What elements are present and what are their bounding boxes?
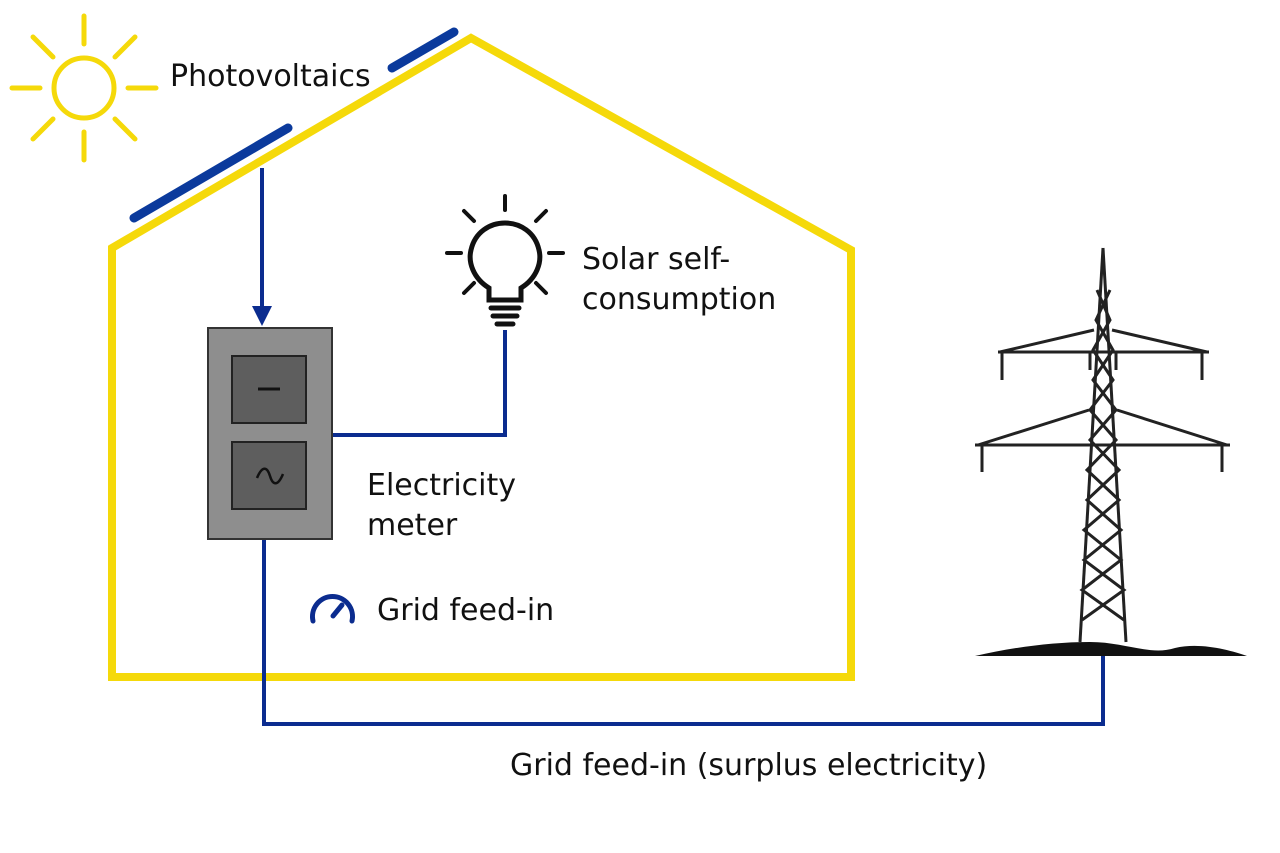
electricity-meter-label-line2: meter (367, 508, 458, 543)
ac-symbol (255, 467, 285, 485)
wire-meter-to-bulb (332, 330, 507, 437)
electricity-meter-icon (207, 327, 333, 540)
grid-feed-in-surplus-label: Grid feed-in (surplus electricity) (510, 748, 988, 783)
ground (975, 642, 1247, 656)
self-consumption-label-line2: consumption (582, 282, 777, 317)
gauge-icon (310, 594, 355, 624)
wire-meter-to-grid (262, 540, 1105, 726)
sun-icon (9, 13, 159, 163)
solar-panel (129, 27, 459, 223)
photovoltaics-label: Photovoltaics (170, 59, 371, 94)
grid-feed-in-label: Grid feed-in (377, 593, 555, 628)
light-bulb-icon (445, 194, 565, 327)
electricity-meter-label-line1: Electricity (367, 468, 517, 503)
self-consumption-label-line1: Solar self- (582, 242, 731, 277)
house-outline (108, 33, 855, 681)
power-pylon-icon (975, 247, 1230, 643)
arrow-down-icon (252, 306, 272, 326)
wires (260, 168, 1105, 726)
